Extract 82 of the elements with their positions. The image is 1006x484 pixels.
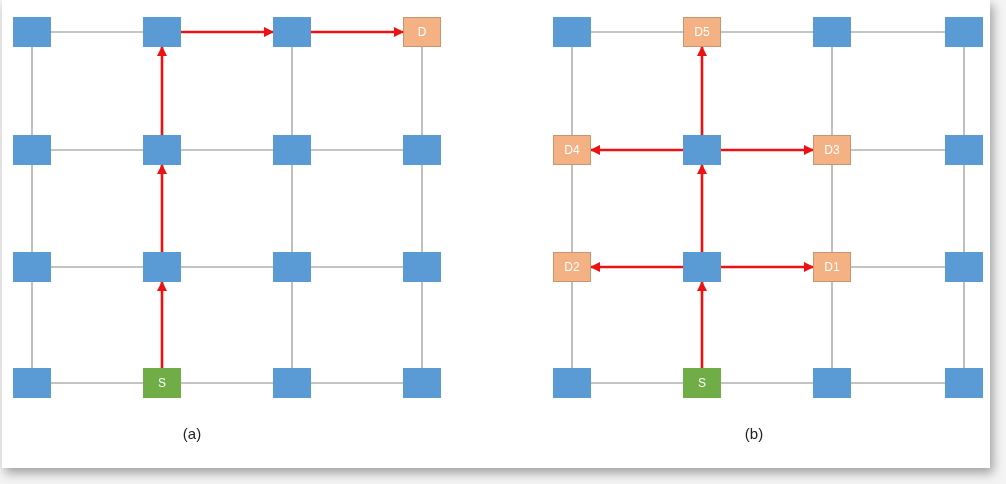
grid-link-line [421,164,423,253]
grid-link-line [421,281,423,369]
route-arrow [696,280,708,368]
router-node [945,368,983,398]
grid-link-line [180,149,274,151]
destination-node: D3 [813,135,851,165]
router-node [13,135,51,165]
router-node [403,368,441,398]
grid-link-line [850,382,946,384]
grid-link-line [50,266,144,268]
router-node [273,252,311,282]
router-node [813,17,851,47]
grid-link-line [50,149,144,151]
grid-link-line [421,46,423,136]
grid-link-line [963,164,965,253]
router-node [143,17,181,47]
route-arrow [721,261,815,273]
route-arrow [696,163,708,252]
route-arrow [311,26,405,38]
route-arrow [156,45,168,135]
router-node [945,135,983,165]
grid-link-line [50,382,144,384]
grid-link-line [31,164,33,253]
destination-node: D4 [553,135,591,165]
router-node [945,252,983,282]
grid-link-line [590,382,684,384]
grid-link-line [291,46,293,136]
router-node [403,135,441,165]
grid-link-line [31,46,33,136]
router-node [143,252,181,282]
router-node [13,368,51,398]
grid-link-line [291,281,293,369]
router-node [13,252,51,282]
route-arrow [156,163,168,252]
destination-node: D1 [813,252,851,282]
panel-label: (b) [744,425,764,442]
grid-link-line [571,281,573,369]
route-arrow [589,144,683,156]
grid-link-line [850,266,946,268]
router-node [553,368,591,398]
grid-link-line [571,46,573,136]
source-node: S [143,368,181,398]
router-node [813,368,851,398]
router-node [683,252,721,282]
grid-link-line [50,31,144,33]
grid-link-line [850,31,946,33]
router-node [945,17,983,47]
route-arrow [156,280,168,368]
grid-link-line [310,266,404,268]
route-arrow [721,144,815,156]
source-node: S [683,368,721,398]
router-node [683,135,721,165]
grid-link-line [831,281,833,369]
grid-link-line [720,31,814,33]
router-node [403,252,441,282]
grid-link-line [310,382,404,384]
grid-link-line [850,149,946,151]
grid-link-line [963,46,965,136]
router-node [273,17,311,47]
router-node [273,368,311,398]
grid-link-line [571,164,573,253]
destination-node: D [403,17,441,47]
grid-link-line [31,281,33,369]
grid-link-line [590,31,684,33]
grid-link-line [720,382,814,384]
route-arrow [696,45,708,135]
route-arrow [181,26,275,38]
destination-node: D5 [683,17,721,47]
grid-link-line [180,382,274,384]
destination-node: D2 [553,252,591,282]
grid-link-line [963,281,965,369]
grid-link-line [831,164,833,253]
panel-label: (a) [182,425,202,442]
router-node [553,17,591,47]
router-node [273,135,311,165]
grid-link-line [310,149,404,151]
route-arrow [589,261,683,273]
router-node [13,17,51,47]
router-node [143,135,181,165]
grid-link-line [831,46,833,136]
grid-link-line [291,164,293,253]
grid-link-line [180,266,274,268]
